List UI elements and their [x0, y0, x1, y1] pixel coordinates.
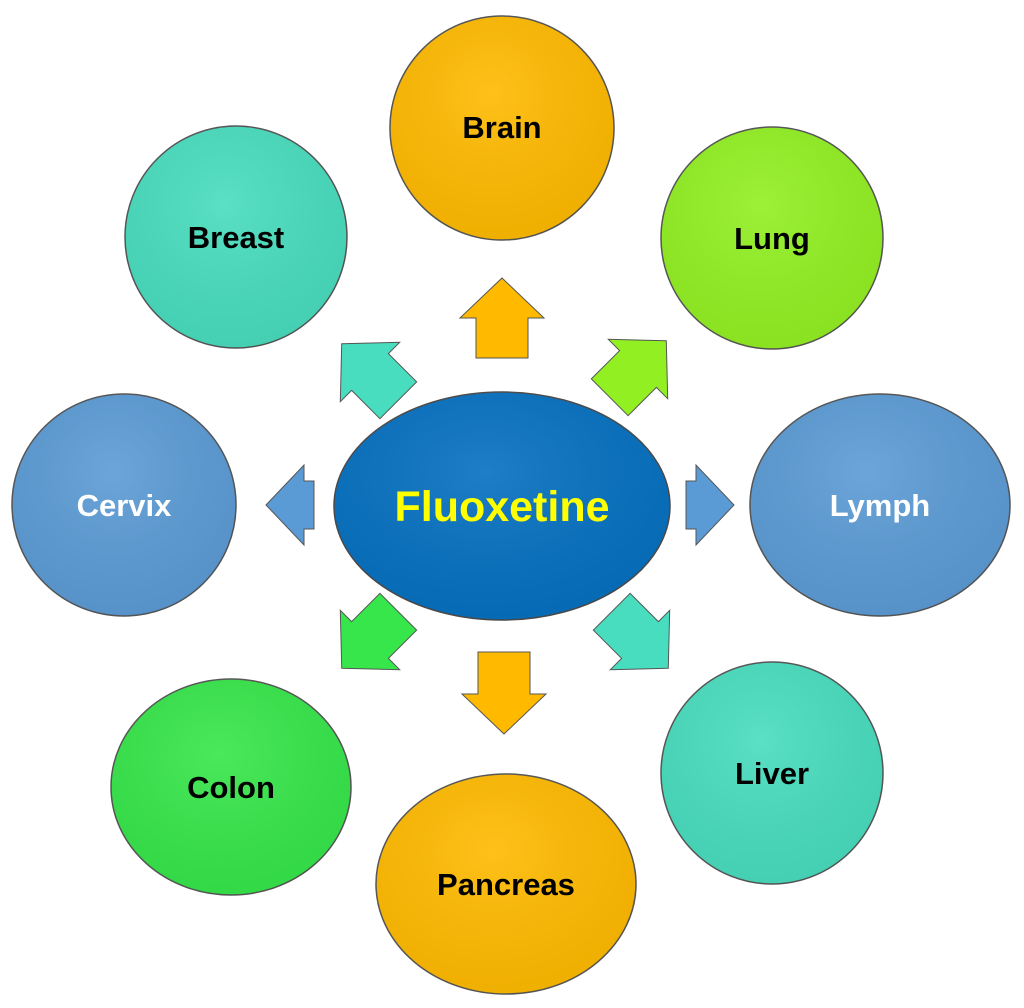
node-label-lung: Lung: [734, 221, 810, 256]
node-brain: Brain: [389, 15, 615, 241]
node-liver: Liver: [660, 661, 884, 885]
node-label-cervix: Cervix: [77, 488, 173, 523]
node-label-colon: Colon: [187, 770, 275, 805]
node-breast: Breast: [124, 125, 348, 349]
arrow-to-lymph: [685, 463, 735, 547]
node-lung: Lung: [660, 126, 884, 350]
node-label-pancreas: Pancreas: [437, 867, 575, 902]
node-label-brain: Brain: [462, 110, 541, 145]
node-label-lymph: Lymph: [830, 488, 930, 523]
arrows-layer: [265, 277, 735, 735]
node-label-breast: Breast: [188, 220, 285, 255]
arrow-to-pancreas: [460, 651, 548, 735]
center-node: Fluoxetine: [333, 391, 671, 621]
nodes-layer: Brain Lung Lymph Liver Pancreas Colon: [11, 15, 1011, 995]
arrow-to-colon: [339, 592, 418, 671]
arrow-to-cervix: [265, 463, 315, 547]
node-lymph: Lymph: [749, 393, 1011, 617]
arrow-to-lung: [590, 338, 669, 417]
center-label: Fluoxetine: [394, 483, 609, 531]
arrow-to-liver: [592, 592, 671, 671]
node-pancreas: Pancreas: [375, 773, 637, 995]
arrow-to-brain: [458, 277, 546, 359]
node-colon: Colon: [110, 678, 352, 896]
arrow-to-breast: [339, 341, 418, 420]
node-cervix: Cervix: [11, 393, 237, 617]
node-label-liver: Liver: [735, 756, 809, 791]
